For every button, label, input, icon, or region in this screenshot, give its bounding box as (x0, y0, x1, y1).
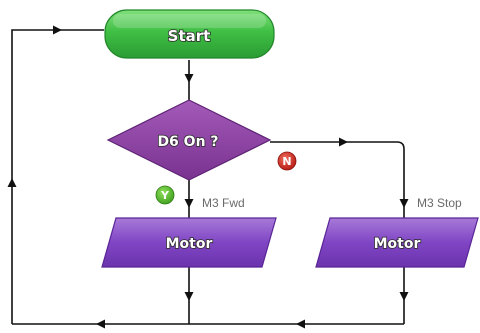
no-badge-label: N (282, 155, 291, 168)
arrow-no-right (339, 137, 348, 147)
arrow-bottom-left-1 (296, 319, 305, 329)
arrow-start-down (184, 74, 194, 83)
no-action-label: M3 Stop (417, 196, 462, 210)
arrow-bottom-left-2 (96, 319, 105, 329)
decision-label: D6 On ? (157, 134, 218, 150)
motor-block-no[interactable]: Motor (315, 217, 479, 268)
motor-block-yes[interactable]: Motor (101, 217, 277, 268)
motor-no-label: Motor (374, 236, 421, 252)
arrow-left-up (7, 178, 17, 187)
loop-line-left (11, 29, 104, 324)
start-label: Start (168, 27, 211, 45)
arrow-yes-down (184, 199, 194, 208)
arrow-top-right (53, 25, 62, 35)
arrow-no-down (399, 199, 409, 208)
no-badge: N (277, 151, 297, 171)
arrow-yes-motor-down (184, 292, 194, 301)
yes-action-label: M3 Fwd (202, 196, 245, 210)
decision-node[interactable]: D6 On ? (106, 99, 272, 181)
arrow-no-motor-down (399, 292, 409, 301)
start-node[interactable]: Start (104, 9, 275, 59)
yes-badge: Y (155, 185, 175, 205)
arrowheads (7, 25, 409, 329)
yes-badge-label: Y (160, 189, 170, 202)
motor-yes-label: Motor (166, 236, 213, 252)
line-decision-to-no-motor (270, 141, 405, 218)
connectors (11, 29, 405, 325)
